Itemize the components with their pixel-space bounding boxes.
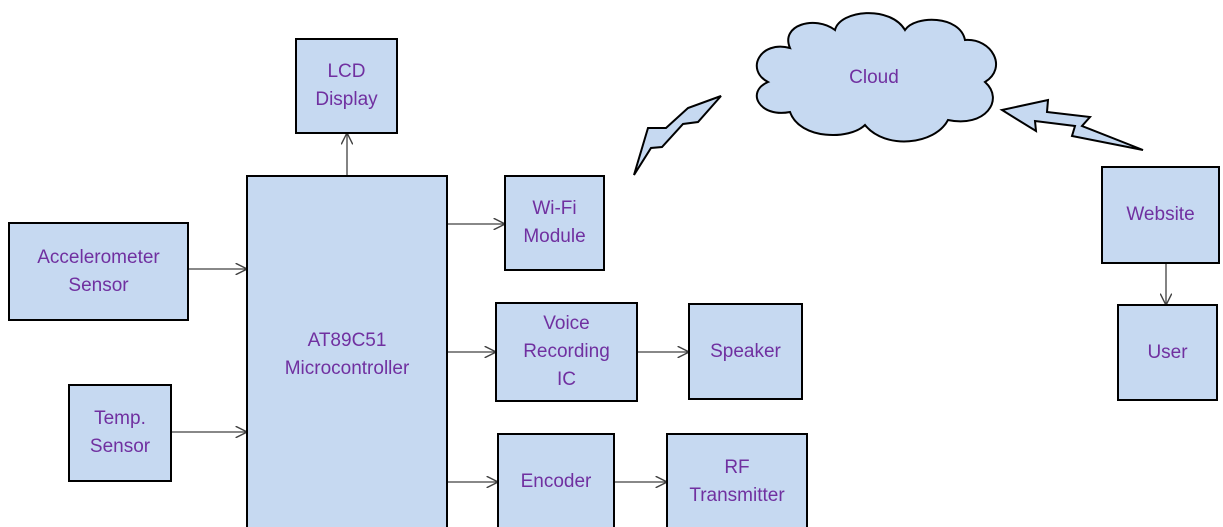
lightning-bolt-icon — [999, 98, 1144, 151]
voice-recording-ic-block: Voice Recording IC — [495, 302, 638, 402]
speaker-block: Speaker — [688, 303, 803, 400]
temp-sensor-block: Temp. Sensor — [68, 384, 172, 482]
accelerometer-sensor-block: Accelerometer Sensor — [8, 222, 189, 321]
lcd-display-block: LCD Display — [295, 38, 398, 134]
website-block: Website — [1101, 166, 1220, 264]
wifi-module-block: Wi-Fi Module — [504, 175, 605, 271]
cloud-shape — [755, 12, 997, 143]
lightning-bolt-icon — [633, 95, 722, 176]
cloud-label: Cloud — [849, 67, 899, 88]
encoder-block: Encoder — [497, 433, 615, 527]
user-block: User — [1117, 304, 1218, 401]
rf-transmitter-block: RF Transmitter — [666, 433, 808, 527]
microcontroller-block: AT89C51 Microcontroller — [246, 175, 448, 527]
